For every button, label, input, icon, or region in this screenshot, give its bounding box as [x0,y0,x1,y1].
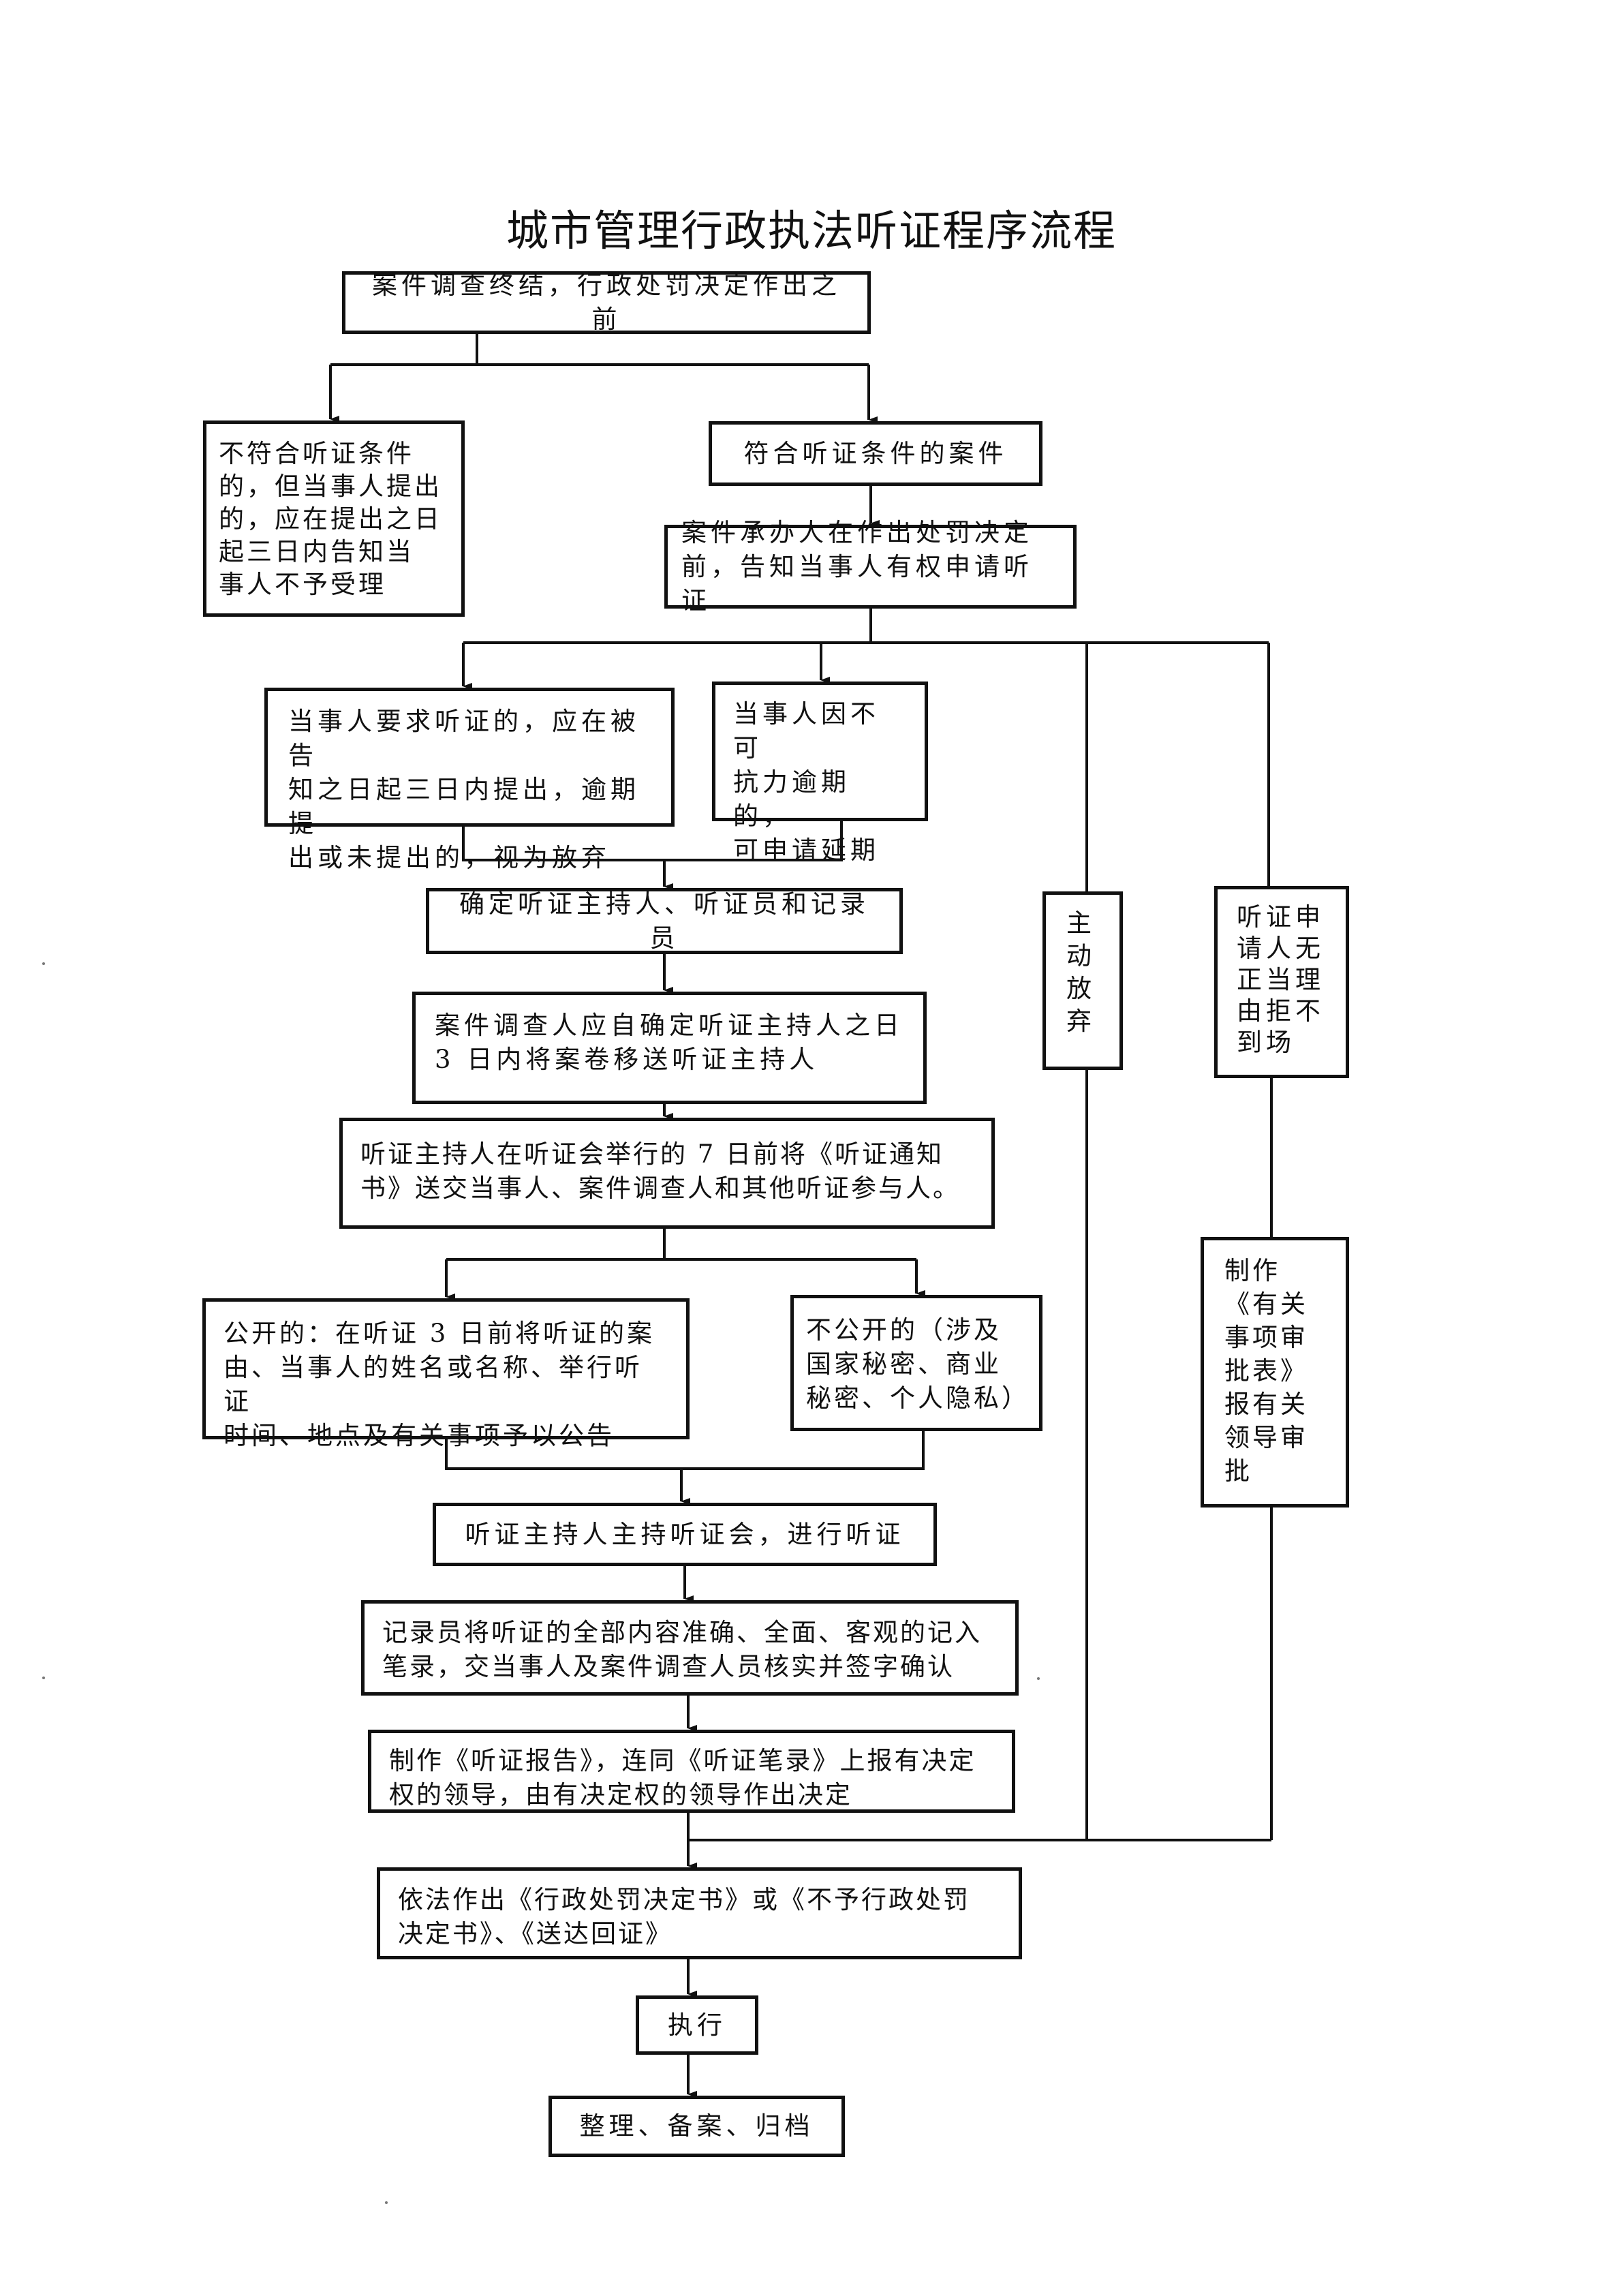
step-request-deadline-text: 当事人要求听证的，应在被告 知之日起三日内提出，逾期提 出或未提出的，视为放弃 [288,707,640,872]
step-appoint-staff: 确定听证主持人、听证员和记录员 [426,888,903,954]
connector-notify-branch [463,609,1269,644]
connector-start-split [330,334,869,366]
step-record-minutes-text: 记录员将听证的全部内容准确、全面、客观的记入 笔录，交当事人及案件调查人员核实并… [382,1618,982,1681]
step-hearing-report-text: 制作《听证报告》，连同《听证笔录》上报有决定 权的领导，由有决定权的领导作出决定 [389,1746,976,1809]
step-no-show-text: 听证申 请人无 正当理 由拒不 到场 [1237,902,1325,1057]
step-force-majeure: 当事人因不可 抗力逾期的， 可申请延期 [712,682,928,865]
step-transfer-file: 案件调查人应自确定听证主持人之日 3 日内将案卷移送听证主持人 [412,992,927,1104]
scan-speck [42,962,45,965]
step-issue-decision: 依法作出《行政处罚决定书》或《不予行政处罚 决定书》、《送达回证》 [377,1867,1022,1959]
step-request-deadline: 当事人要求听证的，应在被告 知之日起三日内提出，逾期提 出或未提出的，视为放弃 [264,688,675,872]
scan-speck [385,2201,388,2204]
step-conduct-hearing-text: 听证主持人主持听证会，进行听证 [465,1519,905,1549]
step-issue-decision-text: 依法作出《行政处罚决定书》或《不予行政处罚 决定书》、《送达回证》 [398,1885,970,1948]
step-archive-text: 整理、备案、归档 [579,2111,814,2141]
step-voluntary-waiver: 主 动 放 弃 [1042,891,1123,1070]
step-not-eligible-text: 不符合听证条件 的，但当事人提出 的，应在提出之日 起三日内告知当 事人不予受理 [219,439,442,599]
step-archive: 整理、备案、归档 [548,2096,845,2157]
step-eligible: 符合听证条件的案件 [709,421,1042,486]
step-non-public-hearing: 不公开的（涉及 国家秘密、商业 秘密、个人隐私） [790,1295,1042,1431]
step-execute: 执行 [636,1995,758,2055]
step-transfer-file-text: 案件调查人应自确定听证主持人之日 3 日内将案卷移送听证主持人 [435,1011,903,1074]
step-no-show: 听证申 请人无 正当理 由拒不 到场 [1214,886,1349,1078]
step-public-hearing: 公开的：在听证 3 日前将听证的案 由、当事人的姓名或名称、举行听证 时间、地点… [202,1298,690,1450]
step-record-minutes: 记录员将听证的全部内容准确、全面、客观的记入 笔录，交当事人及案件调查人员核实并… [361,1600,1019,1696]
scan-speck [1037,1677,1040,1680]
step-approval-form-text: 制作 《有关 事项审 批表》 报有关 领导审 批 [1224,1256,1308,1486]
step-conduct-hearing: 听证主持人主持听证会，进行听证 [433,1503,937,1566]
step-start: 案件调查终结，行政处罚决定作出之前 [342,271,871,334]
step-non-public-hearing-text: 不公开的（涉及 国家秘密、商业 秘密、个人隐私） [806,1315,1030,1413]
page-title: 城市管理行政执法听证程序流程 [506,206,1117,256]
step-notify-right: 案件承办人在作出处罚决定 前，告知当事人有权申请听证 [664,518,1077,615]
scan-speck [42,1677,45,1679]
step-not-eligible: 不符合听证条件 的，但当事人提出 的，应在提出之日 起三日内告知当 事人不予受理 [203,420,465,617]
connector-notice-branch [446,1229,916,1261]
step-force-majeure-text: 当事人因不可 抗力逾期的， 可申请延期 [733,699,880,865]
step-execute-text: 执行 [668,2010,726,2040]
step-send-notice: 听证主持人在听证会举行的 7 日前将《听证通知 书》送交当事人、案件调查人和其他… [339,1118,995,1229]
step-send-notice-text: 听证主持人在听证会举行的 7 日前将《听证通知 书》送交当事人、案件调查人和其他… [360,1139,960,1203]
step-hearing-report: 制作《听证报告》，连同《听证笔录》上报有决定 权的领导，由有决定权的领导作出决定 [368,1730,1015,1813]
step-start-text: 案件调查终结，行政处罚决定作出之前 [372,271,841,334]
step-eligible-text: 符合听证条件的案件 [743,438,1008,468]
step-appoint-staff-text: 确定听证主持人、听证员和记录员 [459,889,869,953]
step-approval-form: 制作 《有关 事项审 批表》 报有关 领导审 批 [1201,1237,1349,1507]
step-public-hearing-text: 公开的：在听证 3 日前将听证的案 由、当事人的姓名或名称、举行听证 时间、地点… [223,1319,655,1450]
step-notify-right-text: 案件承办人在作出处罚决定 前，告知当事人有权申请听证 [681,517,1033,615]
step-voluntary-waiver-text: 主 动 放 弃 [1066,908,1096,1036]
